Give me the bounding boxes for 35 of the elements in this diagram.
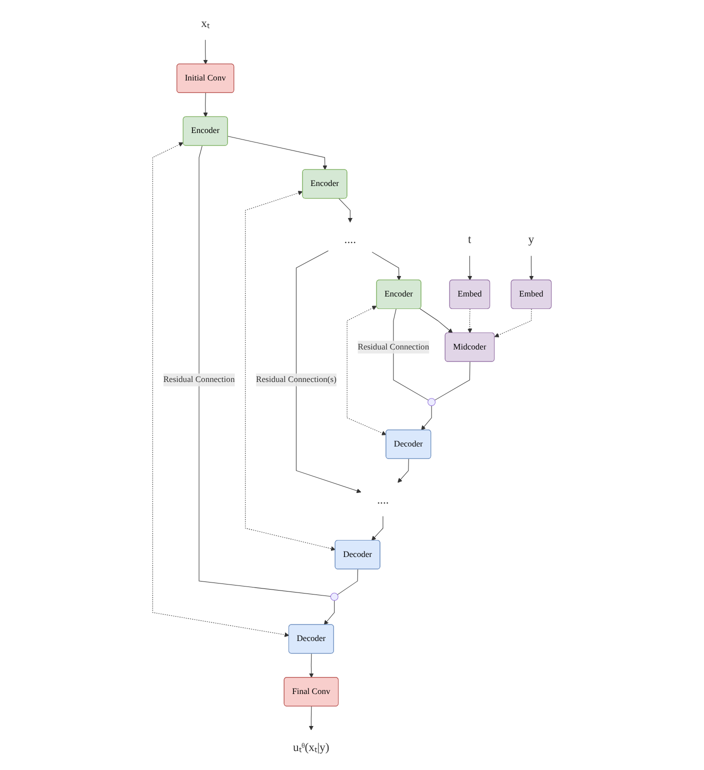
arrow [398,458,409,483]
arrow [346,306,386,436]
node-text: uₜᶿ(xₜ|y) [293,740,330,754]
arrow [245,190,336,551]
node-text: .... [344,232,356,246]
arrow [152,142,290,638]
arrow [372,252,402,280]
edge-label: Residual Connection [358,342,430,352]
connector [198,146,331,597]
node-text: y [528,232,534,246]
node-circle [428,398,436,406]
edge-label: Residual Connection(s) [256,375,336,384]
node-text: xₜ [201,16,210,30]
arrow [309,653,314,678]
connector [434,362,470,400]
arrow [529,256,534,280]
edge-label: Residual Connection [163,375,235,384]
arrow [338,198,352,223]
arrow [296,250,362,494]
connector [337,569,358,595]
arrow [308,706,314,730]
node-circle [330,592,338,601]
node-text: t [468,232,472,246]
node-text: .... [377,492,389,506]
arrow [324,600,335,625]
arrow [468,256,472,280]
connector [393,308,429,400]
arrow [203,92,208,118]
arrow [420,308,453,334]
arrow [494,308,532,338]
arrow [228,136,328,170]
arrow [371,516,384,541]
arrow [421,406,432,430]
arrow [203,40,208,64]
arrow [468,308,472,334]
